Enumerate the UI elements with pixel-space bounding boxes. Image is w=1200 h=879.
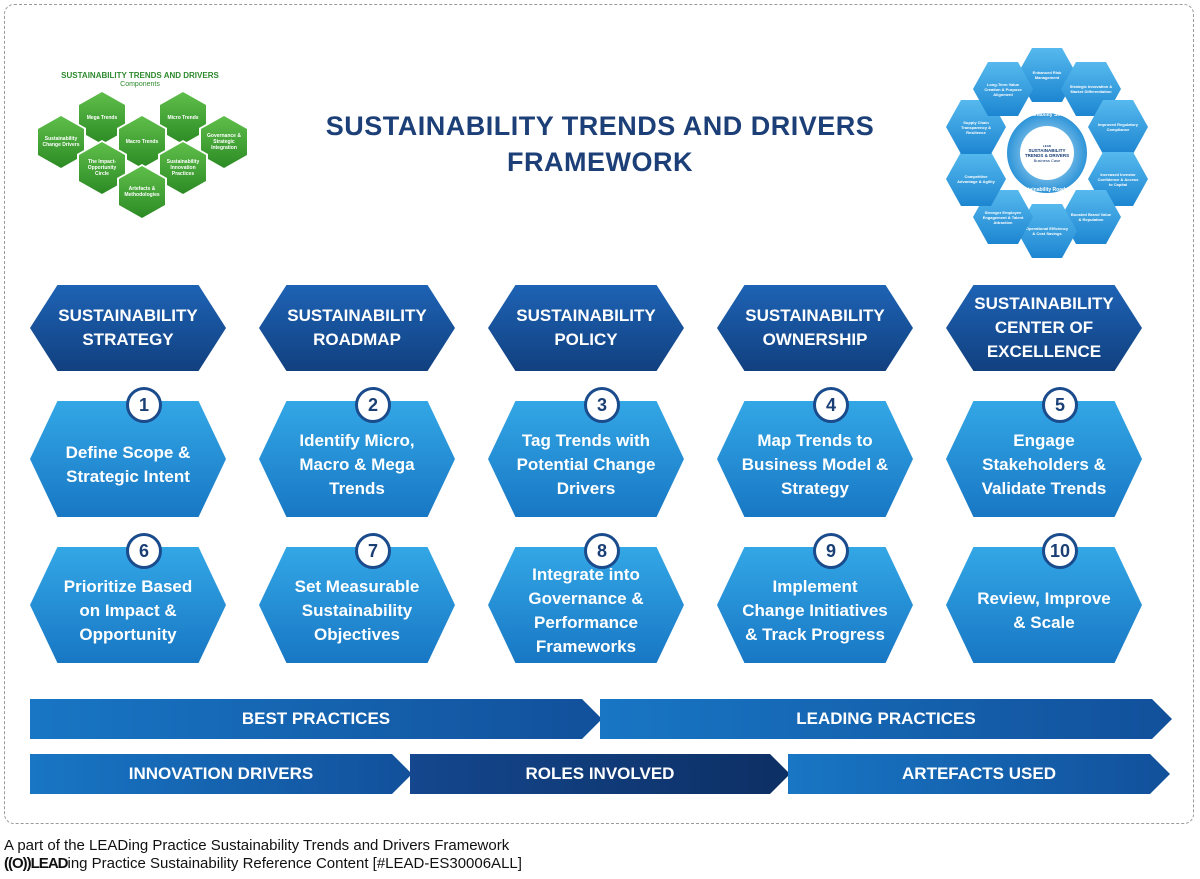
step-number-badge: 10 <box>1042 533 1078 569</box>
step-number-badge: 7 <box>355 533 391 569</box>
step-number-badge: 2 <box>355 387 391 423</box>
step-number-badge: 3 <box>584 387 620 423</box>
step-10: Review, Improve & Scale <box>946 547 1142 663</box>
band-leading-practices: LEADING PRACTICES <box>600 699 1172 739</box>
step-1: Define Scope & Strategic Intent <box>30 401 226 517</box>
page-title: SUSTAINABILITY TRENDS AND DRIVERS FRAMEW… <box>325 111 875 177</box>
header-center-of-excellence: SUSTAINABILITY CENTER OF EXCELLENCE <box>946 285 1142 371</box>
footer-caption: A part of the LEADing Practice Sustainab… <box>4 837 510 854</box>
page-frame <box>4 4 1194 824</box>
footer-reference: ((O))LEADing Practice Sustainability Ref… <box>4 855 522 872</box>
step-number-badge: 4 <box>813 387 849 423</box>
step-4: Map Trends to Business Model & Strategy <box>717 401 913 517</box>
step-number-badge: 5 <box>1042 387 1078 423</box>
components-subtitle: Components <box>120 81 160 88</box>
step-6: Prioritize Based on Impact & Opportunity <box>30 547 226 663</box>
wheel-ring-label: Sustainability Strategy <box>1020 112 1074 118</box>
step-8: Integrate into Governance & Performance … <box>488 547 684 663</box>
leading-practice-logo: ((O))LEAD <box>4 855 68 872</box>
wheel-petal: Competitive Advantage & Agility <box>946 152 1006 206</box>
header-policy: SUSTAINABILITY POLICY <box>488 285 684 371</box>
step-5: Engage Stakeholders & Validate Trends <box>946 401 1142 517</box>
header-strategy: SUSTAINABILITY STRATEGY <box>30 285 226 371</box>
header-roadmap: SUSTAINABILITY ROADMAP <box>259 285 455 371</box>
wheel-core: LEAD SUSTAINABILITY TRENDS & DRIVERS Bus… <box>1020 126 1074 180</box>
step-number-badge: 1 <box>126 387 162 423</box>
component-cell: Mega Trends <box>77 90 127 146</box>
wheel-brand: LEAD <box>1042 143 1052 148</box>
band-best-practices: BEST PRACTICES <box>30 699 602 739</box>
business-case-wheel: Enhanced Risk Management Strategic Innov… <box>942 48 1152 258</box>
step-number-badge: 9 <box>813 533 849 569</box>
header-ownership: SUSTAINABILITY OWNERSHIP <box>717 285 913 371</box>
components-title: SUSTAINABILITY TRENDS AND DRIVERS <box>61 71 219 80</box>
step-number-badge: 8 <box>584 533 620 569</box>
wheel-core-title: SUSTAINABILITY TRENDS & DRIVERS <box>1024 147 1070 158</box>
step-9: Implement Change Initiatives & Track Pro… <box>717 547 913 663</box>
wheel-petal: Long-Term Value Creation & Purpose Align… <box>973 62 1033 116</box>
wheel-core-subtitle: Business Case <box>1033 157 1061 163</box>
wheel-petal: Improved Regulatory Compliance <box>1088 100 1148 154</box>
step-2: Identify Micro, Macro & Mega Trends <box>259 401 455 517</box>
band-roles-involved: ROLES INVOLVED <box>410 754 790 794</box>
step-number-badge: 6 <box>126 533 162 569</box>
band-artefacts-used: ARTEFACTS USED <box>788 754 1170 794</box>
step-3: Tag Trends with Potential Change Drivers <box>488 401 684 517</box>
step-7: Set Measurable Sustainability Objectives <box>259 547 455 663</box>
wheel-ring-label: Sustainability Roadmap <box>1018 187 1076 193</box>
band-innovation-drivers: INNOVATION DRIVERS <box>30 754 412 794</box>
